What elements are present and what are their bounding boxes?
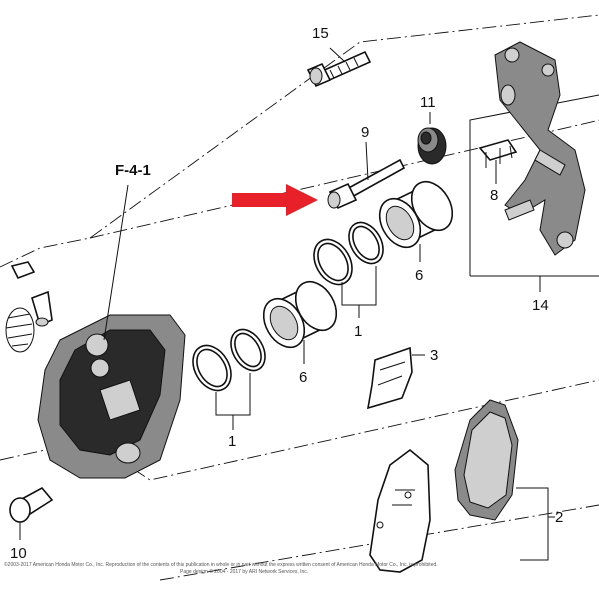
callout-1-left: 1 bbox=[228, 433, 236, 450]
reference-label: F-4-1 bbox=[115, 162, 151, 179]
pad-clip[interactable] bbox=[478, 139, 518, 184]
callout-6-left: 6 bbox=[299, 369, 307, 386]
callout-1-right: 1 bbox=[354, 323, 362, 340]
caliper-bolt[interactable] bbox=[306, 47, 372, 88]
piston-left[interactable] bbox=[255, 274, 344, 364]
boot-seal[interactable] bbox=[417, 112, 447, 165]
callout-15: 15 bbox=[312, 25, 329, 42]
pad-spring[interactable] bbox=[366, 346, 425, 410]
piston-right[interactable] bbox=[371, 174, 460, 262]
reference-leader bbox=[103, 184, 129, 341]
callout-11: 11 bbox=[420, 94, 436, 111]
caliper-bracket[interactable] bbox=[494, 41, 586, 256]
callout-14: 14 bbox=[532, 297, 549, 314]
pads-callout-bracket bbox=[516, 487, 555, 561]
piston-seals-right[interactable] bbox=[306, 216, 390, 318]
copyright-line-1: ©2003-2017 American Honda Motor Co., Inc… bbox=[4, 561, 438, 568]
caliper-body[interactable] bbox=[37, 314, 186, 479]
bleeder-cap[interactable] bbox=[10, 261, 36, 280]
bleeder-screw[interactable] bbox=[31, 290, 53, 327]
mounting-hole bbox=[5, 307, 35, 353]
brake-pad-front[interactable] bbox=[454, 399, 519, 521]
caliper-pin[interactable] bbox=[9, 486, 54, 540]
copyright-line-2: Page design © 2004 - 2017 by ARI Network… bbox=[180, 568, 308, 575]
slide-pin[interactable] bbox=[327, 141, 406, 210]
piston-seals-left[interactable] bbox=[185, 323, 272, 430]
callout-2: 2 bbox=[555, 509, 563, 526]
callout-8: 8 bbox=[490, 187, 498, 204]
callout-9: 9 bbox=[361, 124, 369, 141]
red-arrow-icon bbox=[232, 184, 318, 216]
brake-pad-rear[interactable] bbox=[369, 448, 431, 573]
callout-6-right: 6 bbox=[415, 267, 423, 284]
callout-10: 10 bbox=[10, 545, 27, 562]
callout-3: 3 bbox=[430, 347, 438, 364]
